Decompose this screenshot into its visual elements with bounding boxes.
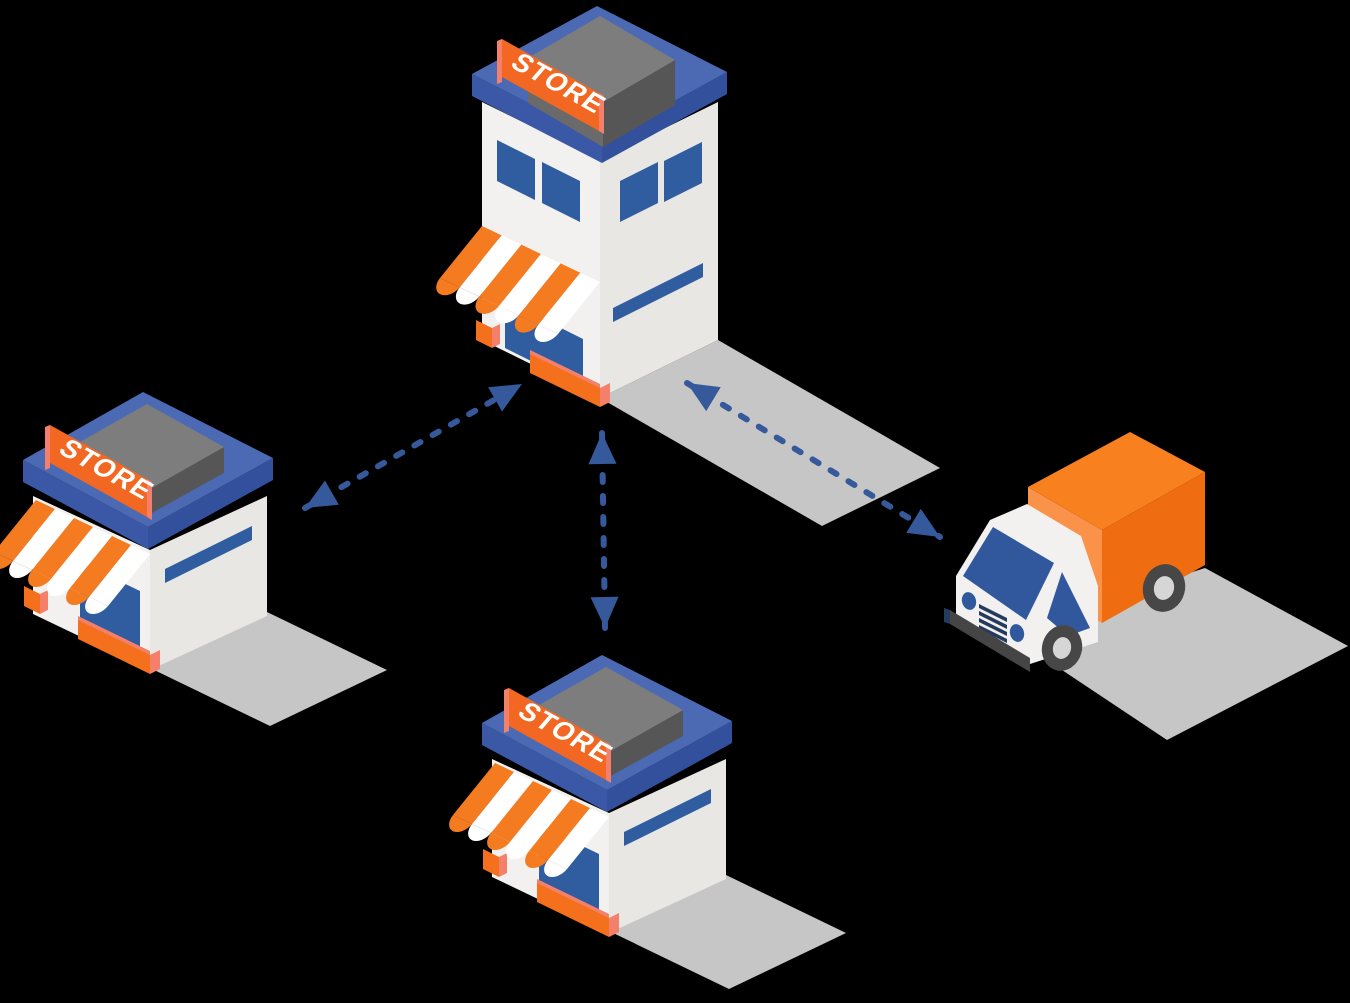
front-wheel: [1041, 625, 1083, 671]
store-top: STORE: [430, 6, 940, 526]
front-hub: [1052, 637, 1072, 659]
rooftop-unit-top: [528, 16, 675, 102]
sign-edge: [497, 39, 502, 84]
windshield: [963, 527, 1054, 620]
rear-hub: [1153, 576, 1175, 600]
roof-fascia-right: [602, 72, 727, 163]
rear-wheel: [1142, 564, 1186, 612]
cargo-box-right: [1102, 472, 1205, 623]
base-trim: [530, 354, 600, 407]
upper-window: [664, 142, 702, 202]
side-window: [1047, 572, 1090, 636]
upper-window: [497, 140, 535, 200]
corner-pillar: [476, 320, 492, 348]
corner-pillar-side: [492, 324, 500, 348]
grille-bar: [979, 618, 1007, 636]
bumper-end: [944, 608, 950, 624]
delivery-truck: [944, 432, 1348, 740]
roof-fascia-left: [472, 74, 602, 163]
sign-edge: [599, 93, 604, 134]
store-left: [0, 392, 387, 726]
store-bottom: [444, 655, 846, 989]
grille-bar: [979, 604, 1007, 622]
window-band: [613, 263, 703, 322]
arrow-top-bottom: [588, 430, 619, 631]
headlight-right: [1009, 624, 1025, 642]
store-sign: [502, 39, 599, 131]
headlight-left: [961, 592, 977, 610]
upper-window: [542, 162, 580, 222]
rooftop-unit-right: [603, 60, 675, 147]
upper-window: [620, 162, 658, 222]
base-trim-end: [600, 383, 610, 407]
arrow-truck-top: [684, 380, 943, 540]
cargo-box-top: [1028, 432, 1205, 530]
grille-bar: [979, 611, 1007, 629]
grille-bar: [979, 625, 1007, 643]
front-bumper: [950, 610, 1030, 672]
arrow-left-top: [302, 381, 525, 511]
